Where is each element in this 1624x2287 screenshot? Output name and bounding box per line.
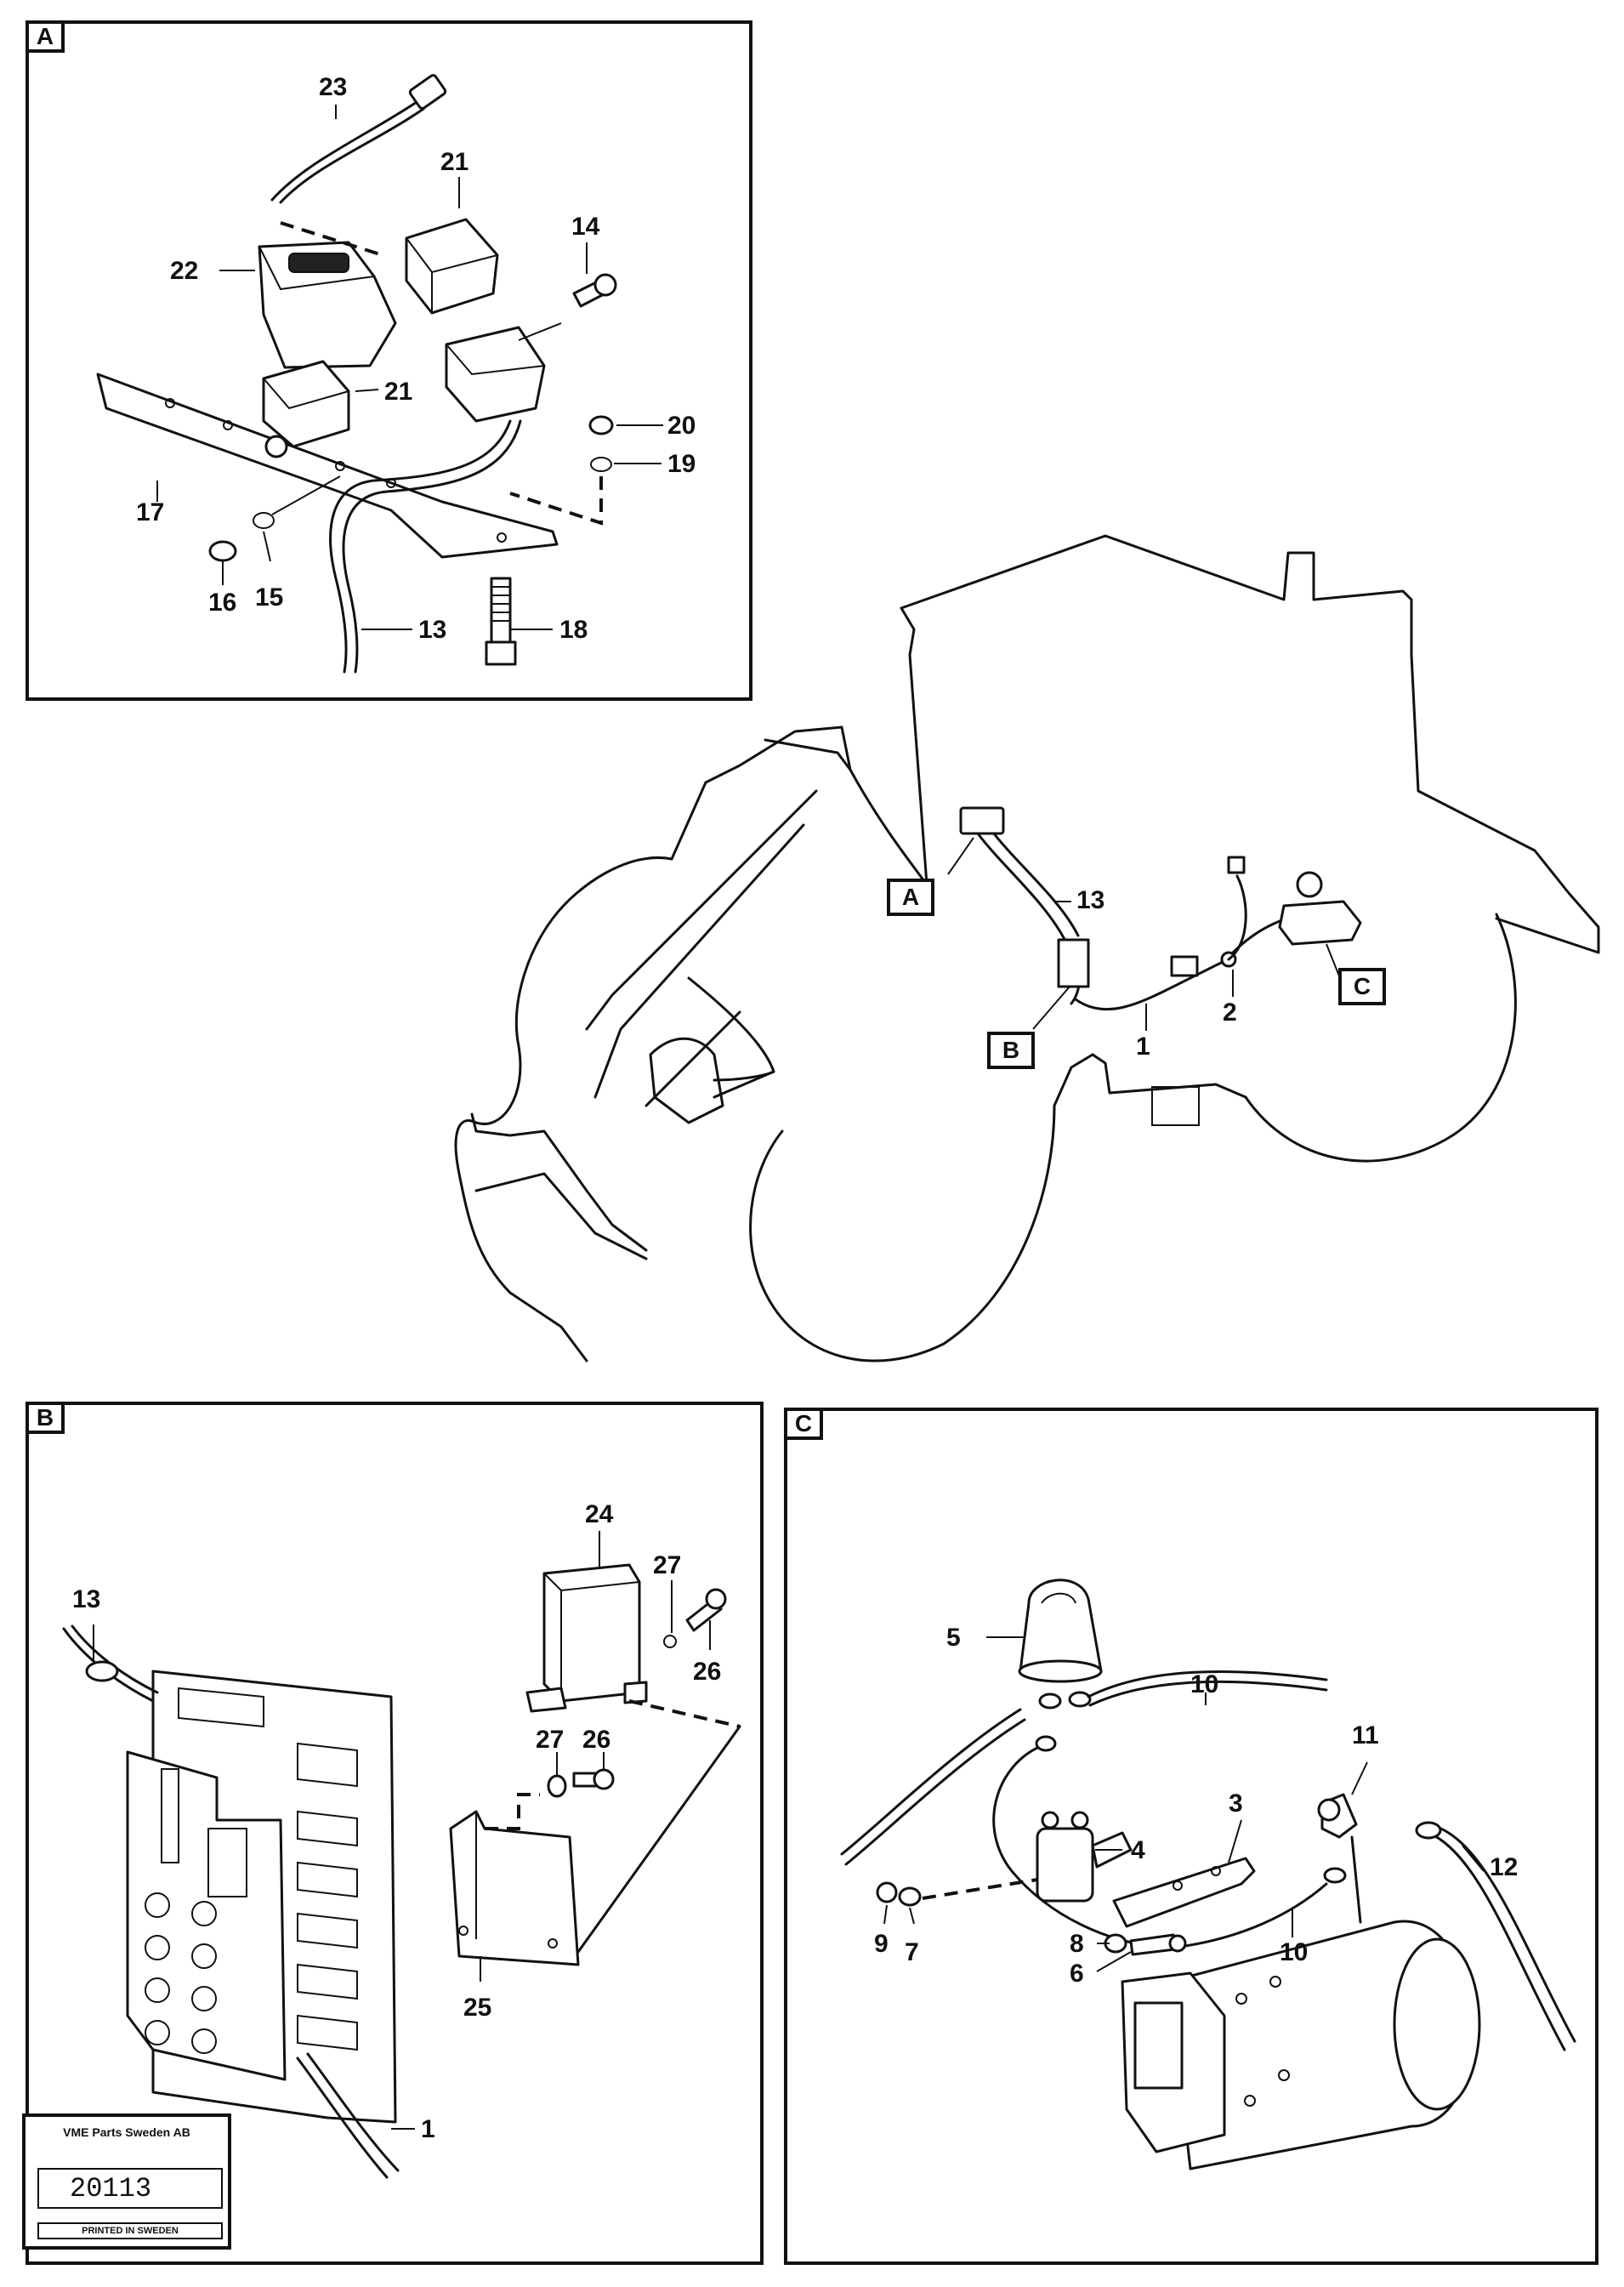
part-label: 11 bbox=[1352, 1721, 1379, 1749]
part-label: 22 bbox=[170, 257, 198, 285]
title-block-stamp: VME Parts Sweden AB 20113 PRINTED IN SWE… bbox=[22, 2113, 231, 2250]
part-label: 5 bbox=[946, 1624, 961, 1652]
part-label: 10 bbox=[1190, 1670, 1218, 1698]
panel-b-tag: B bbox=[26, 1402, 65, 1434]
part-label: 18 bbox=[559, 616, 588, 644]
part-label: 17 bbox=[136, 498, 164, 526]
part-label: 9 bbox=[874, 1930, 889, 1958]
drawing-number: 20113 bbox=[37, 2168, 223, 2209]
part-label: 2 bbox=[1223, 998, 1237, 1027]
overview-callout-b: B bbox=[987, 1032, 1035, 1069]
part-label: 21 bbox=[384, 378, 412, 406]
stamp-company: VME Parts Sweden AB bbox=[63, 2125, 190, 2139]
part-label: 1 bbox=[1136, 1033, 1150, 1061]
part-label: 8 bbox=[1070, 1930, 1084, 1958]
detail-panel-a: A bbox=[26, 20, 752, 701]
part-label: 27 bbox=[536, 1726, 564, 1754]
part-label: 27 bbox=[653, 1551, 681, 1579]
printed-in: PRINTED IN SWEDEN bbox=[37, 2222, 223, 2239]
part-label: 1 bbox=[421, 2115, 435, 2143]
part-label: 24 bbox=[585, 1500, 614, 1528]
overview-callout-a: A bbox=[887, 879, 934, 916]
detail-panel-b: B bbox=[26, 1402, 764, 2265]
panel-c-tag: C bbox=[784, 1408, 823, 1440]
part-label: 19 bbox=[667, 450, 696, 478]
part-label: 26 bbox=[582, 1726, 610, 1754]
part-label: 13 bbox=[418, 616, 446, 644]
part-label: 7 bbox=[905, 1938, 919, 1966]
part-label: 4 bbox=[1131, 1836, 1145, 1864]
part-label: 21 bbox=[440, 148, 468, 176]
detail-panel-c: C bbox=[784, 1408, 1598, 2265]
overview-callout-c: C bbox=[1338, 968, 1386, 1005]
part-label: 13 bbox=[1076, 886, 1104, 914]
part-label: 16 bbox=[208, 589, 236, 617]
part-label: 23 bbox=[319, 73, 347, 101]
part-label: 14 bbox=[571, 213, 600, 241]
part-label: 25 bbox=[463, 1994, 491, 2022]
part-label: 3 bbox=[1229, 1789, 1243, 1818]
part-label: 6 bbox=[1070, 1960, 1084, 1988]
part-label: 15 bbox=[255, 583, 283, 612]
part-label: 12 bbox=[1490, 1853, 1518, 1881]
part-label: 13 bbox=[72, 1585, 100, 1613]
part-label: 26 bbox=[693, 1658, 721, 1686]
panel-a-tag: A bbox=[26, 20, 65, 53]
part-label: 20 bbox=[667, 412, 696, 440]
part-label: 10 bbox=[1280, 1938, 1308, 1966]
